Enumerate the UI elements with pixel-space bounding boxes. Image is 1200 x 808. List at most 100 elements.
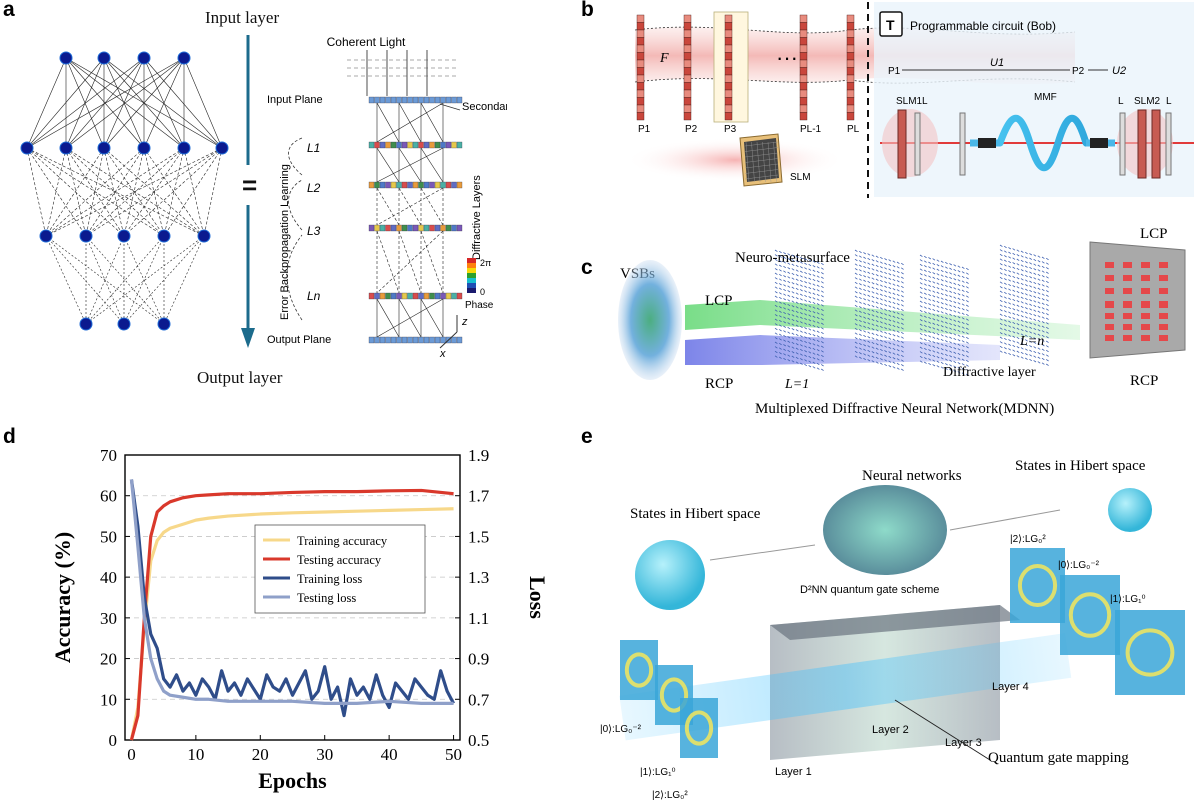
diffractive-pixel xyxy=(385,181,391,189)
x-axis-label: Epochs xyxy=(258,768,327,793)
layer-l1-label: L1 xyxy=(307,141,320,155)
y-tick-label: 0 xyxy=(109,731,118,750)
series-line-training-loss xyxy=(129,479,455,718)
slm1-label: SLM1 xyxy=(896,96,923,107)
lcp-right-label: LCP xyxy=(1140,226,1168,242)
legend-entry: Training loss xyxy=(297,572,362,586)
diffractive-pixel xyxy=(401,141,408,149)
panel-label-d: d xyxy=(3,425,16,448)
diffractive-pixel xyxy=(451,224,457,232)
diffractive-pixel xyxy=(440,96,446,104)
diffractive-pixel xyxy=(368,224,375,232)
y-tick-label: 10 xyxy=(100,690,117,709)
x-tick-label: 50 xyxy=(445,745,462,764)
diffractive-pixel xyxy=(390,224,397,232)
phase-colorbar xyxy=(467,258,476,293)
diffractive-layer-label: Diffractive layer xyxy=(943,365,1036,380)
y-tick-label: 50 xyxy=(100,527,117,546)
phase-plane xyxy=(636,14,645,121)
neuron-node xyxy=(59,141,73,155)
y-tick-label: 40 xyxy=(100,568,117,587)
detector-plane xyxy=(1089,241,1186,359)
neuron-node xyxy=(157,317,171,331)
input-layer-label: Input layer xyxy=(205,8,280,27)
detector-region xyxy=(1123,262,1132,268)
diffractive-pixel xyxy=(429,292,435,300)
dots-label: ··· xyxy=(776,45,798,70)
diffractive-pixel xyxy=(429,336,435,344)
diffractive-pixel xyxy=(368,181,375,189)
detector-region xyxy=(1159,262,1168,268)
diffractive-pixel xyxy=(451,141,457,149)
diffractive-pixel xyxy=(440,224,446,232)
diffractive-pixel xyxy=(374,336,380,344)
neural-network-diagram xyxy=(20,51,229,331)
detector-region xyxy=(1141,313,1150,319)
diffractive-layers-label: Diffractive Layers xyxy=(471,175,483,260)
diffractive-pixel xyxy=(456,96,463,104)
diffractive-pixel xyxy=(451,336,457,344)
diffractive-pixel xyxy=(396,96,402,104)
diffractive-pixel xyxy=(374,96,380,104)
detector-region xyxy=(1159,335,1168,341)
diffractive-pixel xyxy=(418,96,424,104)
diffractive-pixel xyxy=(407,96,413,104)
layer-2-label: Layer 2 xyxy=(872,724,909,736)
diffractive-pixel xyxy=(423,141,430,149)
diffractive-pixel xyxy=(390,96,397,104)
diffractive-pixel xyxy=(434,292,441,300)
backprop-label: Error Backpropagation Learning xyxy=(279,164,291,320)
panel-label-b: b xyxy=(581,0,594,21)
neuron-node xyxy=(39,229,53,243)
detector-region xyxy=(1105,275,1114,281)
metasurface-layer xyxy=(919,254,969,376)
detector-region xyxy=(1141,262,1150,268)
panel-label-e: e xyxy=(581,425,593,448)
f-label: F xyxy=(659,51,669,66)
diffractive-pixel xyxy=(407,141,413,149)
neuron-node xyxy=(79,317,93,331)
diffractive-pixel xyxy=(407,224,413,232)
diffractive-pixel xyxy=(401,96,408,104)
in-state-1: |1⟩:LG₁⁰ xyxy=(640,767,676,778)
diffractive-pixel xyxy=(429,224,435,232)
detector-region xyxy=(1123,324,1132,330)
diffractive-pixel xyxy=(396,224,402,232)
diffractive-pixel xyxy=(368,292,375,300)
neuron-node xyxy=(177,141,191,155)
series-line-training-accuracy xyxy=(129,507,454,741)
coherent-light-label: Coherent Light xyxy=(327,35,406,49)
neuron-node xyxy=(215,141,229,155)
diffractive-pixel xyxy=(445,96,452,104)
diffractive-pixel xyxy=(451,96,457,104)
detector-region xyxy=(1159,301,1168,307)
states-right-label: States in Hibert space xyxy=(1015,458,1146,474)
diffractive-pixel xyxy=(412,181,419,189)
y2-tick-label: 1.5 xyxy=(468,527,489,546)
panel-b-diagram: F ··· P1 P2 P3 PL-1 PL SLM T Programmabl… xyxy=(625,2,1194,198)
phase-plane xyxy=(799,14,808,121)
diffractive-pixel xyxy=(396,292,402,300)
plot-frame xyxy=(124,454,461,741)
panel-c-mdnn: VSBs Neuro-metasurface LCP RCP L=1 L=n D… xyxy=(600,210,1200,420)
diffractive-pixel xyxy=(423,181,430,189)
bloch-sphere-left xyxy=(635,540,705,610)
y2-axis-label: Loss xyxy=(525,576,550,619)
diffractive-pixel xyxy=(429,96,435,104)
diffractive-pixel xyxy=(385,141,391,149)
mode-frame xyxy=(680,698,718,758)
diffractive-pixel xyxy=(374,292,380,300)
diffractive-pixel xyxy=(451,292,457,300)
mode-frame xyxy=(1115,610,1185,695)
x-tick-label: 10 xyxy=(187,745,204,764)
training-chart: 0102030405060700.50.70.91.11.31.51.71.90… xyxy=(50,446,550,793)
equals-sign: = xyxy=(242,170,258,200)
series-line-testing-accuracy xyxy=(129,488,454,741)
phase-plane xyxy=(724,14,733,121)
detector-region xyxy=(1159,324,1168,330)
diffractive-pixel xyxy=(390,181,397,189)
l-label-2: L xyxy=(1118,96,1124,107)
x-tick-label: 20 xyxy=(252,745,269,764)
bloch-sphere-right xyxy=(1108,488,1152,532)
